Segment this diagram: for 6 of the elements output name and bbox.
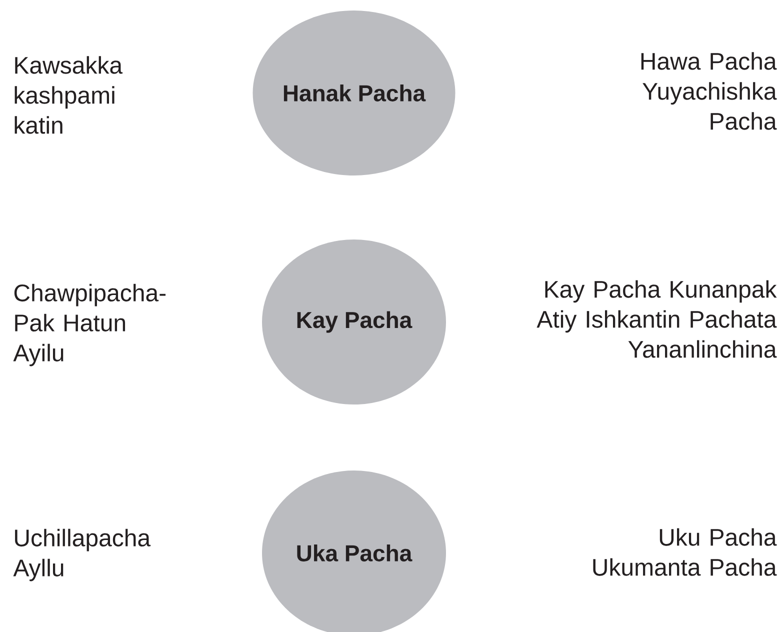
side-text: Kay Pacha Kunanpak Atiy Ishkantin Pachata Yananlinchina bbox=[536, 280, 777, 358]
side-text: Hawa Pacha Yuyachishka Pacha bbox=[641, 52, 777, 130]
side-text: Kawsakka kashpami katin bbox=[14, 56, 123, 134]
side-text: Uku Pacha Ukumanta Pacha bbox=[593, 528, 777, 576]
side-text: Uchillapacha Ayllu bbox=[13, 528, 151, 582]
side-text: Chawpipacha-Pak Hatun Ayilu bbox=[13, 284, 166, 366]
